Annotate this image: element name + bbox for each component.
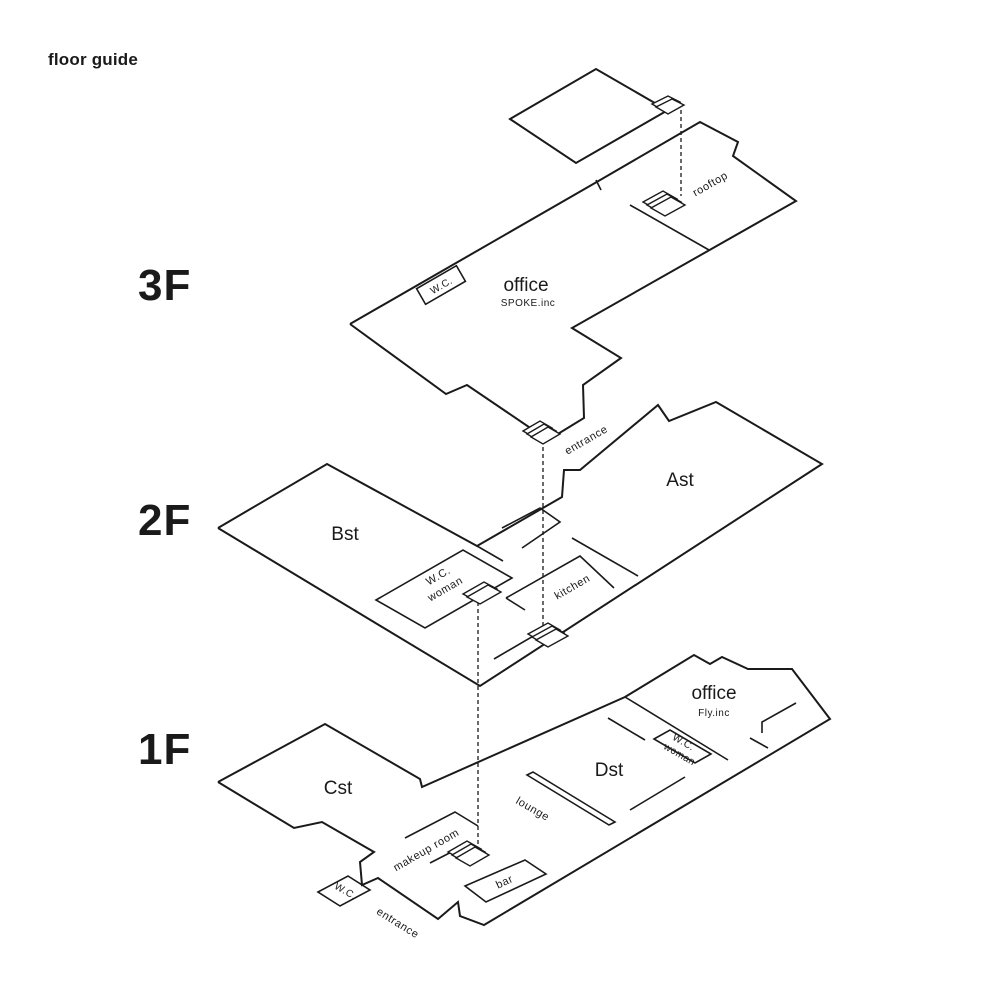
3f-rooftop-label: rooftop: [691, 170, 730, 200]
floor-2f-plan: Ast Bst W.C. woman kitchen: [217, 400, 824, 688]
1f-stairs-makeup: [446, 840, 491, 867]
1f-lounge-label: lounge: [514, 795, 552, 824]
1f-wc-label: W.C.: [332, 881, 358, 902]
1f-office-label: office: [691, 683, 736, 704]
1f-office-partition: [624, 696, 729, 761]
1f-wc-woman-box: [652, 729, 713, 764]
2f-kitchen-front: [505, 555, 615, 599]
floor-1f-outline: [217, 653, 832, 927]
2f-stairs-kitchen: [526, 622, 570, 648]
2f-wc-partition: [476, 545, 504, 562]
3f-company-label: SPOKE.inc: [501, 298, 556, 309]
3f-wc-box: [415, 264, 467, 306]
1f-wc-box: [316, 875, 372, 907]
3f-office-label: office: [503, 275, 548, 296]
floor-label-1f: 1F: [138, 725, 192, 774]
2f-lower-wall: [493, 634, 536, 660]
2f-wc-room-outline: [374, 549, 514, 629]
3f-stairs-top: [650, 95, 686, 115]
2f-stairs-wc: [461, 581, 503, 605]
1f-dst-front: [629, 776, 686, 811]
1f-office-stub: [749, 737, 769, 749]
2f-ast-label: Ast: [666, 470, 694, 491]
floor-guide-title: floor guide: [48, 50, 139, 69]
floor-label-2f: 2F: [138, 496, 192, 545]
rooftop-block-outline: [508, 67, 679, 165]
1f-cst-label: Cst: [324, 778, 353, 799]
2f-kitchen-wall: [571, 537, 639, 577]
3f-stairs-rooftop: [641, 190, 687, 217]
2f-kitchen-stub: [505, 597, 526, 611]
3f-entrance-label: entrance: [563, 423, 610, 457]
1f-company-label: Fly.inc: [698, 708, 730, 719]
1f-makeup-wall: [404, 811, 479, 839]
1f-bar-box: [463, 859, 548, 903]
2f-bst-label: Bst: [331, 524, 359, 545]
2f-corridor-wall: [501, 507, 562, 549]
floor-label-3f: 3F: [138, 261, 192, 310]
2f-kitchen-label: kitchen: [553, 572, 593, 602]
3f-stairs-entrance: [521, 420, 562, 445]
1f-entrance-label: entrance: [374, 906, 421, 941]
floor-2f-outline: [217, 400, 824, 688]
1f-dst-wall: [607, 717, 646, 741]
1f-bar-label: bar: [494, 873, 515, 891]
1f-office-side-wall: [761, 702, 797, 733]
floor-1f-plan: office Fly.inc Cst Dst W.C. woman lounge…: [217, 653, 832, 941]
floor-3f-outline: [349, 120, 798, 442]
3f-rooftop-partition: [629, 204, 710, 251]
floor-3f-plan: office SPOKE.inc W.C. rooftop entrance: [349, 67, 798, 458]
3f-top-wall-stub: [595, 179, 602, 191]
1f-dst-label: Dst: [595, 760, 624, 781]
1f-lounge-bar-shape: [525, 771, 617, 826]
